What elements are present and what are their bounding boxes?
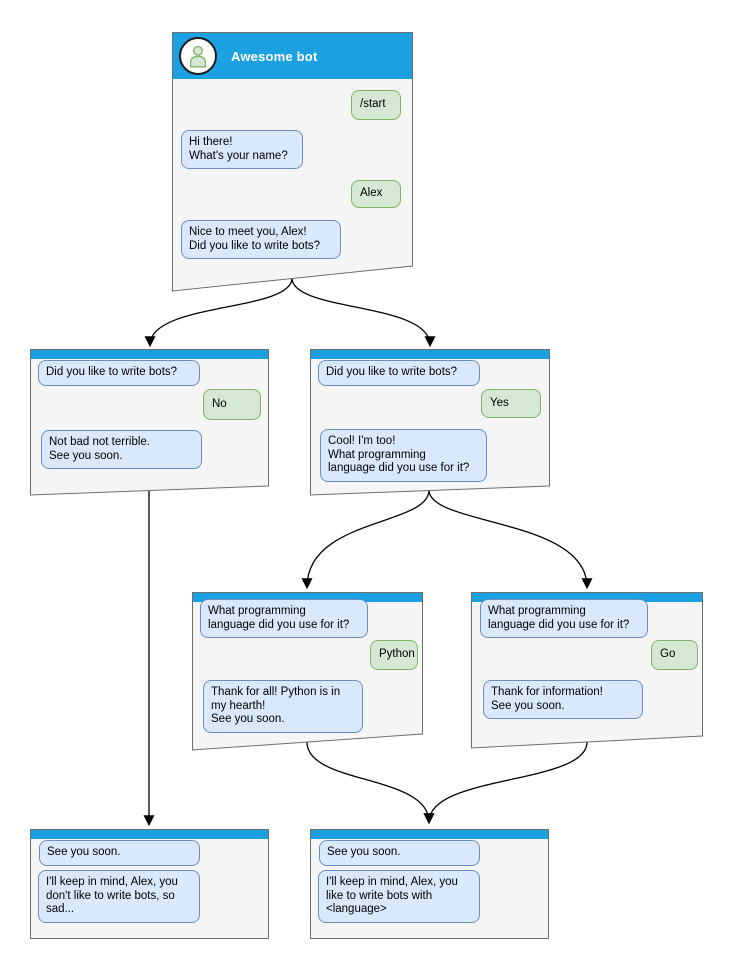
chat-window-end-yes: See you soon. I'll keep in mind, Alex, y… <box>310 829 549 939</box>
bot-message-bubble: Thank for all! Python is in my hearth! S… <box>203 680 363 733</box>
window-header: Awesome bot <box>173 33 412 79</box>
chat-window-end-no: See you soon. I'll keep in mind, Alex, y… <box>30 829 269 939</box>
chat-window-go-branch: What programming language did you use fo… <box>471 592 703 749</box>
arrow-python-to-end <box>306 741 435 825</box>
user-message-bubble: No <box>203 389 261 420</box>
user-message-bubble: Alex <box>351 180 401 208</box>
bot-message-bubble: See you soon. <box>319 840 480 866</box>
arrow-root-to-no <box>144 277 293 348</box>
arrow-go-to-end <box>423 741 588 825</box>
bot-message-bubble: What programming language did you use fo… <box>200 599 368 639</box>
chat-window-yes-branch: Did you like to write bots? Yes Cool! I'… <box>310 349 550 496</box>
user-message-bubble: Go <box>651 640 698 670</box>
window-header <box>472 593 702 602</box>
bot-message-bubble: Hi there! What's your name? <box>181 130 303 170</box>
window-header <box>311 350 549 359</box>
window-header <box>193 593 422 602</box>
bot-message-bubble: Did you like to write bots? <box>38 360 200 386</box>
arrow-root-to-yes <box>291 277 436 348</box>
bot-message-bubble: I'll keep in mind, Alex, you like to wri… <box>318 870 480 923</box>
user-message-bubble: Yes <box>481 389 541 418</box>
bot-message-bubble: I'll keep in mind, Alex, you don't like … <box>38 870 200 923</box>
bot-message-bubble: Nice to meet you, Alex! Did you like to … <box>181 220 341 260</box>
user-message-bubble: /start <box>351 90 401 120</box>
chat-window-root: Awesome bot /start Hi there! What's your… <box>172 32 413 292</box>
arrow-yes-to-go <box>428 489 593 590</box>
bot-message-bubble: Not bad not terrible. See you soon. <box>41 430 202 470</box>
arrow-yes-to-python <box>301 489 430 590</box>
window-header <box>31 350 268 359</box>
chat-window-python-branch: What programming language did you use fo… <box>192 592 423 751</box>
window-header <box>31 830 268 839</box>
bot-message-bubble: Did you like to write bots? <box>318 360 480 386</box>
chat-window-no-branch: Did you like to write bots? No Not bad n… <box>30 349 269 496</box>
bot-message-bubble: See you soon. <box>39 840 200 866</box>
bot-message-bubble: Cool! I'm too! What programming language… <box>320 429 487 482</box>
person-icon <box>189 45 207 68</box>
window-title: Awesome bot <box>231 48 318 64</box>
user-message-bubble: Python <box>370 640 418 670</box>
bot-message-bubble: What programming language did you use fo… <box>480 599 648 639</box>
avatar <box>179 37 217 75</box>
bot-message-bubble: Thank for information! See you soon. <box>483 680 643 720</box>
window-header <box>311 830 548 839</box>
